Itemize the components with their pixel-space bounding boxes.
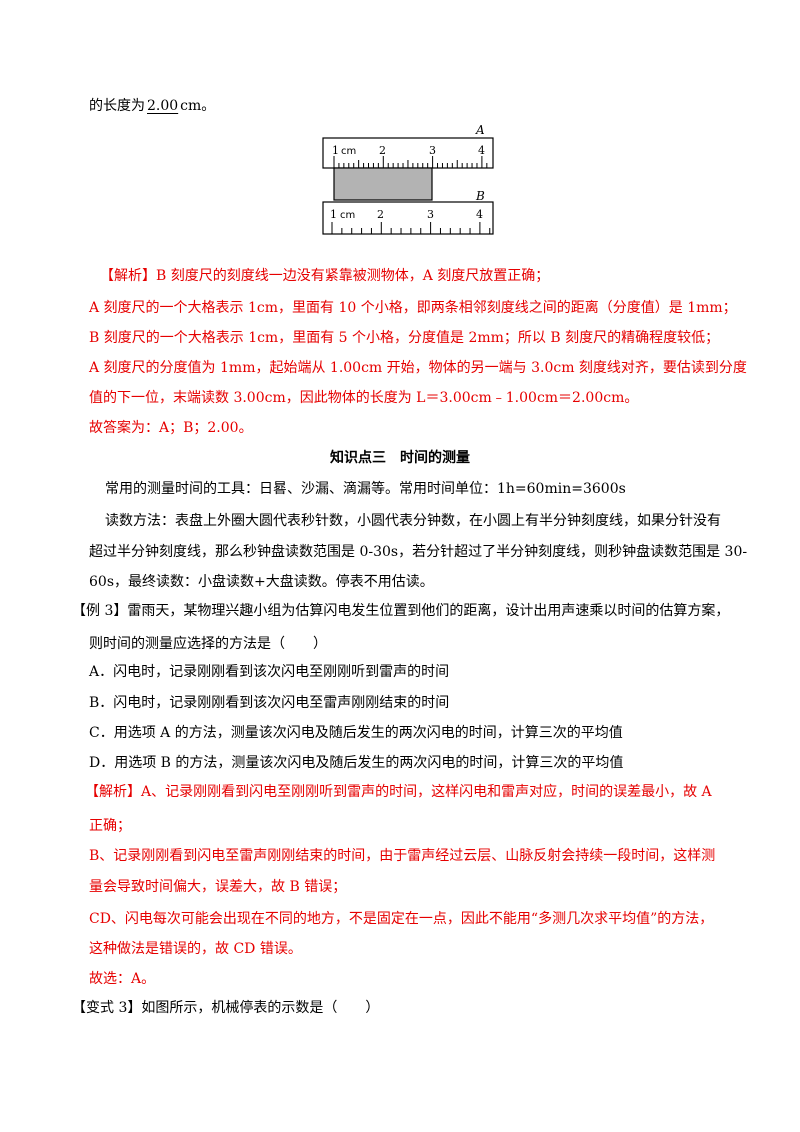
ruler-b-num-2: 2 xyxy=(377,208,384,221)
answer-unit: cm。 xyxy=(180,98,216,114)
example3-option-b: B．闪电时，记录刚刚看到该次闪电至雷声刚刚结束的时间 xyxy=(89,695,450,711)
analysis2-line6: 这种做法是错误的，故 CD 错误。 xyxy=(89,941,302,957)
answer-prefix: 的长度为 xyxy=(89,98,145,114)
variant3-question: 【变式 3】如图所示，机械停表的示数是（ ） xyxy=(72,1000,380,1016)
analysis2-line7: 故选：A。 xyxy=(89,971,156,987)
measured-object xyxy=(333,167,433,201)
ruler-a-ticks xyxy=(333,156,488,168)
analysis1-line6: 故答案为：A；B；2.00。 xyxy=(89,420,253,436)
ruler-a-label: A xyxy=(475,123,485,137)
ruler-b-ticks xyxy=(331,222,491,234)
example3-line2: 则时间的测量应选择的方法是（ ） xyxy=(89,636,327,652)
section-heading: 知识点三 时间的测量 xyxy=(330,450,470,466)
knowledge-read2: 超过半分钟刻度线，那么秒钟盘读数范围是 0-30s，若分针超过了半分钟刻度线，则… xyxy=(89,544,748,560)
example3-option-d: D．用选项 B 的方法，测量该次闪电及随后发生的两次闪电的时间，计算三次的平均值 xyxy=(89,755,624,771)
analysis2-line5: CD、闪电每次可能会出现在不同的地方，不是固定在一点，因此不能用“多测几次求平均… xyxy=(89,911,714,927)
example3-option-c: C．用选项 A 的方法，测量该次闪电及随后发生的两次闪电的时间，计算三次的平均值 xyxy=(89,725,623,741)
ruler-b-num-1: 1 xyxy=(330,208,337,221)
ruler-b-num-4: 4 xyxy=(476,208,483,221)
analysis2-line3: B、记录刚刚看到闪电至雷声刚刚结束的时间，由于雷声经过云层、山脉反射会持续一段时… xyxy=(89,848,716,864)
analysis1-line1: 【解析】B 刻度尺的刻度线一边没有紧靠被测物体，A 刻度尺放置正确； xyxy=(100,268,550,284)
knowledge-tools: 常用的测量时间的工具：日晷、沙漏、滴漏等。常用时间单位：1h=60min=360… xyxy=(105,481,626,497)
knowledge-read3: 60s，最终读数：小盘读数+大盘读数。停表不用估读。 xyxy=(89,574,434,590)
example3-line1: 【例 3】雷雨天，某物理兴趣小组为估算闪电发生位置到他们的距离，设计出用声速乘以… xyxy=(72,603,730,619)
analysis2-line1: 【解析】A、记录刚刚看到闪电至刚刚听到雷声的时间，这样闪电和雷声对应，时间的误差… xyxy=(85,784,712,800)
ruler-b-num-3: 3 xyxy=(427,208,434,221)
analysis1-line2: A 刻度尺的一个大格表示 1cm，里面有 10 个小格，即两条相邻刻度线之间的距… xyxy=(89,300,737,316)
ruler-b-numbers: 1 cm 2 3 4 xyxy=(330,208,483,221)
ruler-b-unit: cm xyxy=(340,210,355,221)
analysis2-line4: 量会导致时间偏大，误差大，故 B 错误； xyxy=(89,879,347,895)
answer-value: 2.00 xyxy=(147,98,179,114)
ruler-a-num-1: 1 xyxy=(332,144,339,157)
ruler-b-label: B xyxy=(475,189,485,203)
analysis1-line3: B 刻度尺的一个大格表示 1cm，里面有 5 个小格，分度值是 2mm；所以 B… xyxy=(89,330,720,346)
ruler-figure: A 1 cm 2 3 4 B 1 cm 2 3 4 xyxy=(322,123,494,235)
ruler-a-num-3: 3 xyxy=(429,144,436,157)
ruler-a-num-2: 2 xyxy=(379,144,386,157)
ruler-a-unit: cm xyxy=(341,146,356,157)
analysis1-line5: 值的下一位，末端读数 3.00cm，因此物体的长度为 L＝3.00cm﹣1.00… xyxy=(89,390,639,406)
analysis2-line2: 正确； xyxy=(89,818,131,834)
ruler-a-numbers: 1 cm 2 3 4 xyxy=(332,144,485,157)
ruler-a-num-4: 4 xyxy=(478,144,485,157)
example3-option-a: A．闪电时，记录刚刚看到该次闪电至刚刚听到雷声的时间 xyxy=(89,664,450,680)
analysis1-line4: A 刻度尺的分度值为 1mm，起始端从 1.00cm 开始，物体的另一端与 3.… xyxy=(89,360,747,376)
knowledge-read1: 读数方法：表盘上外圈大圆代表秒针数，小圆代表分钟数，在小圆上有半分钟刻度线，如果… xyxy=(105,513,721,529)
